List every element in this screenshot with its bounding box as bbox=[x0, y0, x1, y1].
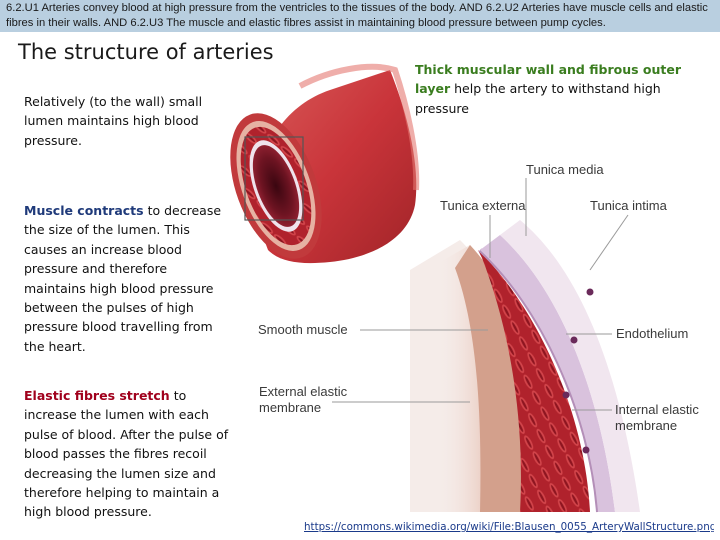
muscle-highlight: Muscle contracts bbox=[24, 203, 144, 218]
label-internal-elastic-2: membrane bbox=[615, 418, 677, 433]
image-credit-link[interactable]: https://commons.wikimedia.org/wiki/File:… bbox=[304, 521, 714, 533]
elastic-text: to increase the lumen with each pulse of… bbox=[24, 388, 229, 520]
enlarged-wall-section bbox=[410, 220, 640, 513]
wall-text: help the artery to withstand high pressu… bbox=[415, 81, 661, 116]
muscle-text: to decrease the size of the lumen. This … bbox=[24, 203, 222, 354]
muscle-paragraph: Muscle contracts to decrease the size of… bbox=[24, 201, 229, 356]
label-tunica-externa: Tunica externa bbox=[440, 198, 526, 213]
lumen-text: Relatively (to the wall) small lumen mai… bbox=[24, 94, 203, 148]
wall-highlight: Thick muscular wall and fibrous outer la… bbox=[415, 62, 681, 97]
elastic-highlight: Elastic fibres stretch bbox=[24, 388, 170, 403]
label-external-elastic-1: External elastic bbox=[259, 384, 348, 399]
label-external-elastic-2: membrane bbox=[259, 400, 321, 415]
leader-lines bbox=[332, 178, 629, 411]
lumen-paragraph: Relatively (to the wall) small lumen mai… bbox=[24, 92, 224, 150]
zoom-box bbox=[244, 136, 304, 221]
page-title: The structure of arteries bbox=[18, 40, 274, 64]
label-smooth-muscle: Smooth muscle bbox=[258, 322, 348, 337]
label-internal-elastic-1: Internal elastic bbox=[615, 402, 699, 417]
elastic-paragraph: Elastic fibres stretch to increase the l… bbox=[24, 386, 239, 522]
label-tunica-intima: Tunica intima bbox=[590, 198, 668, 213]
label-tunica-media: Tunica media bbox=[526, 162, 604, 177]
wall-paragraph: Thick muscular wall and fibrous outer la… bbox=[415, 60, 685, 118]
unit-header: 6.2.U1 Arteries convey blood at high pre… bbox=[0, 0, 720, 32]
label-endothelium: Endothelium bbox=[616, 326, 688, 341]
artery-cross-section bbox=[230, 113, 322, 259]
unit-header-text: 6.2.U1 Arteries convey blood at high pre… bbox=[6, 2, 708, 29]
